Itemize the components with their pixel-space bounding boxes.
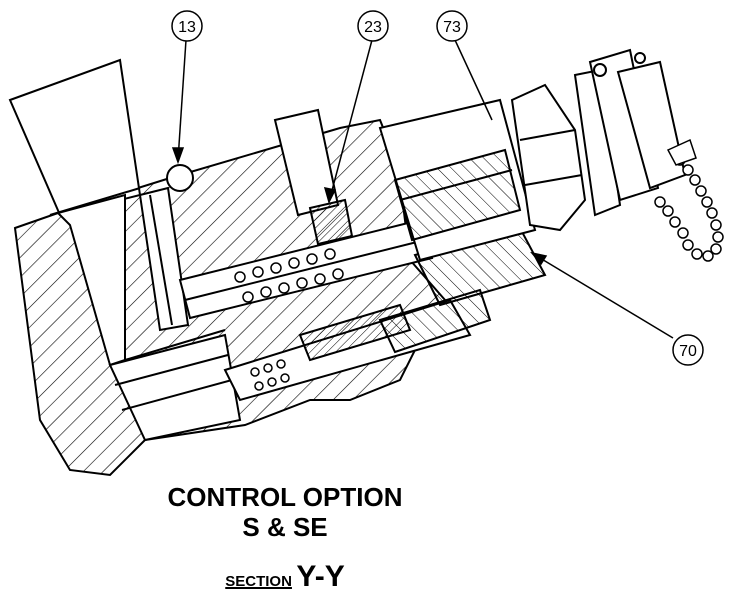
- callout-13: 13: [171, 10, 203, 42]
- left-channel: [56, 193, 242, 442]
- svg-text:23: 23: [364, 19, 382, 36]
- callout-70: 70: [672, 334, 704, 366]
- cap-flange: [588, 48, 687, 202]
- threaded-cylinder: [378, 98, 537, 262]
- spring-coils: [234, 248, 344, 303]
- cap-chain: [654, 138, 724, 262]
- callout-73: 73: [436, 10, 468, 42]
- section-label: SECTION Y-Y: [85, 560, 485, 594]
- lower-spring-coils: [250, 359, 290, 391]
- ball-part: [166, 164, 194, 192]
- vertical-bore: [138, 186, 190, 332]
- svg-text:70: 70: [679, 343, 697, 360]
- caption-title: CONTROL OPTION: [167, 482, 403, 512]
- callout-leaders: [171, 39, 674, 339]
- svg-text:13: 13: [178, 19, 196, 36]
- hex-nut: [510, 83, 587, 232]
- section-id: Y-Y: [296, 560, 345, 593]
- upper-left-block: [8, 58, 142, 217]
- caption-subtitle: S & SE: [242, 512, 328, 542]
- callout-23: 23: [357, 10, 389, 42]
- section-word: SECTION: [225, 573, 292, 590]
- svg-text:73: 73: [443, 19, 461, 36]
